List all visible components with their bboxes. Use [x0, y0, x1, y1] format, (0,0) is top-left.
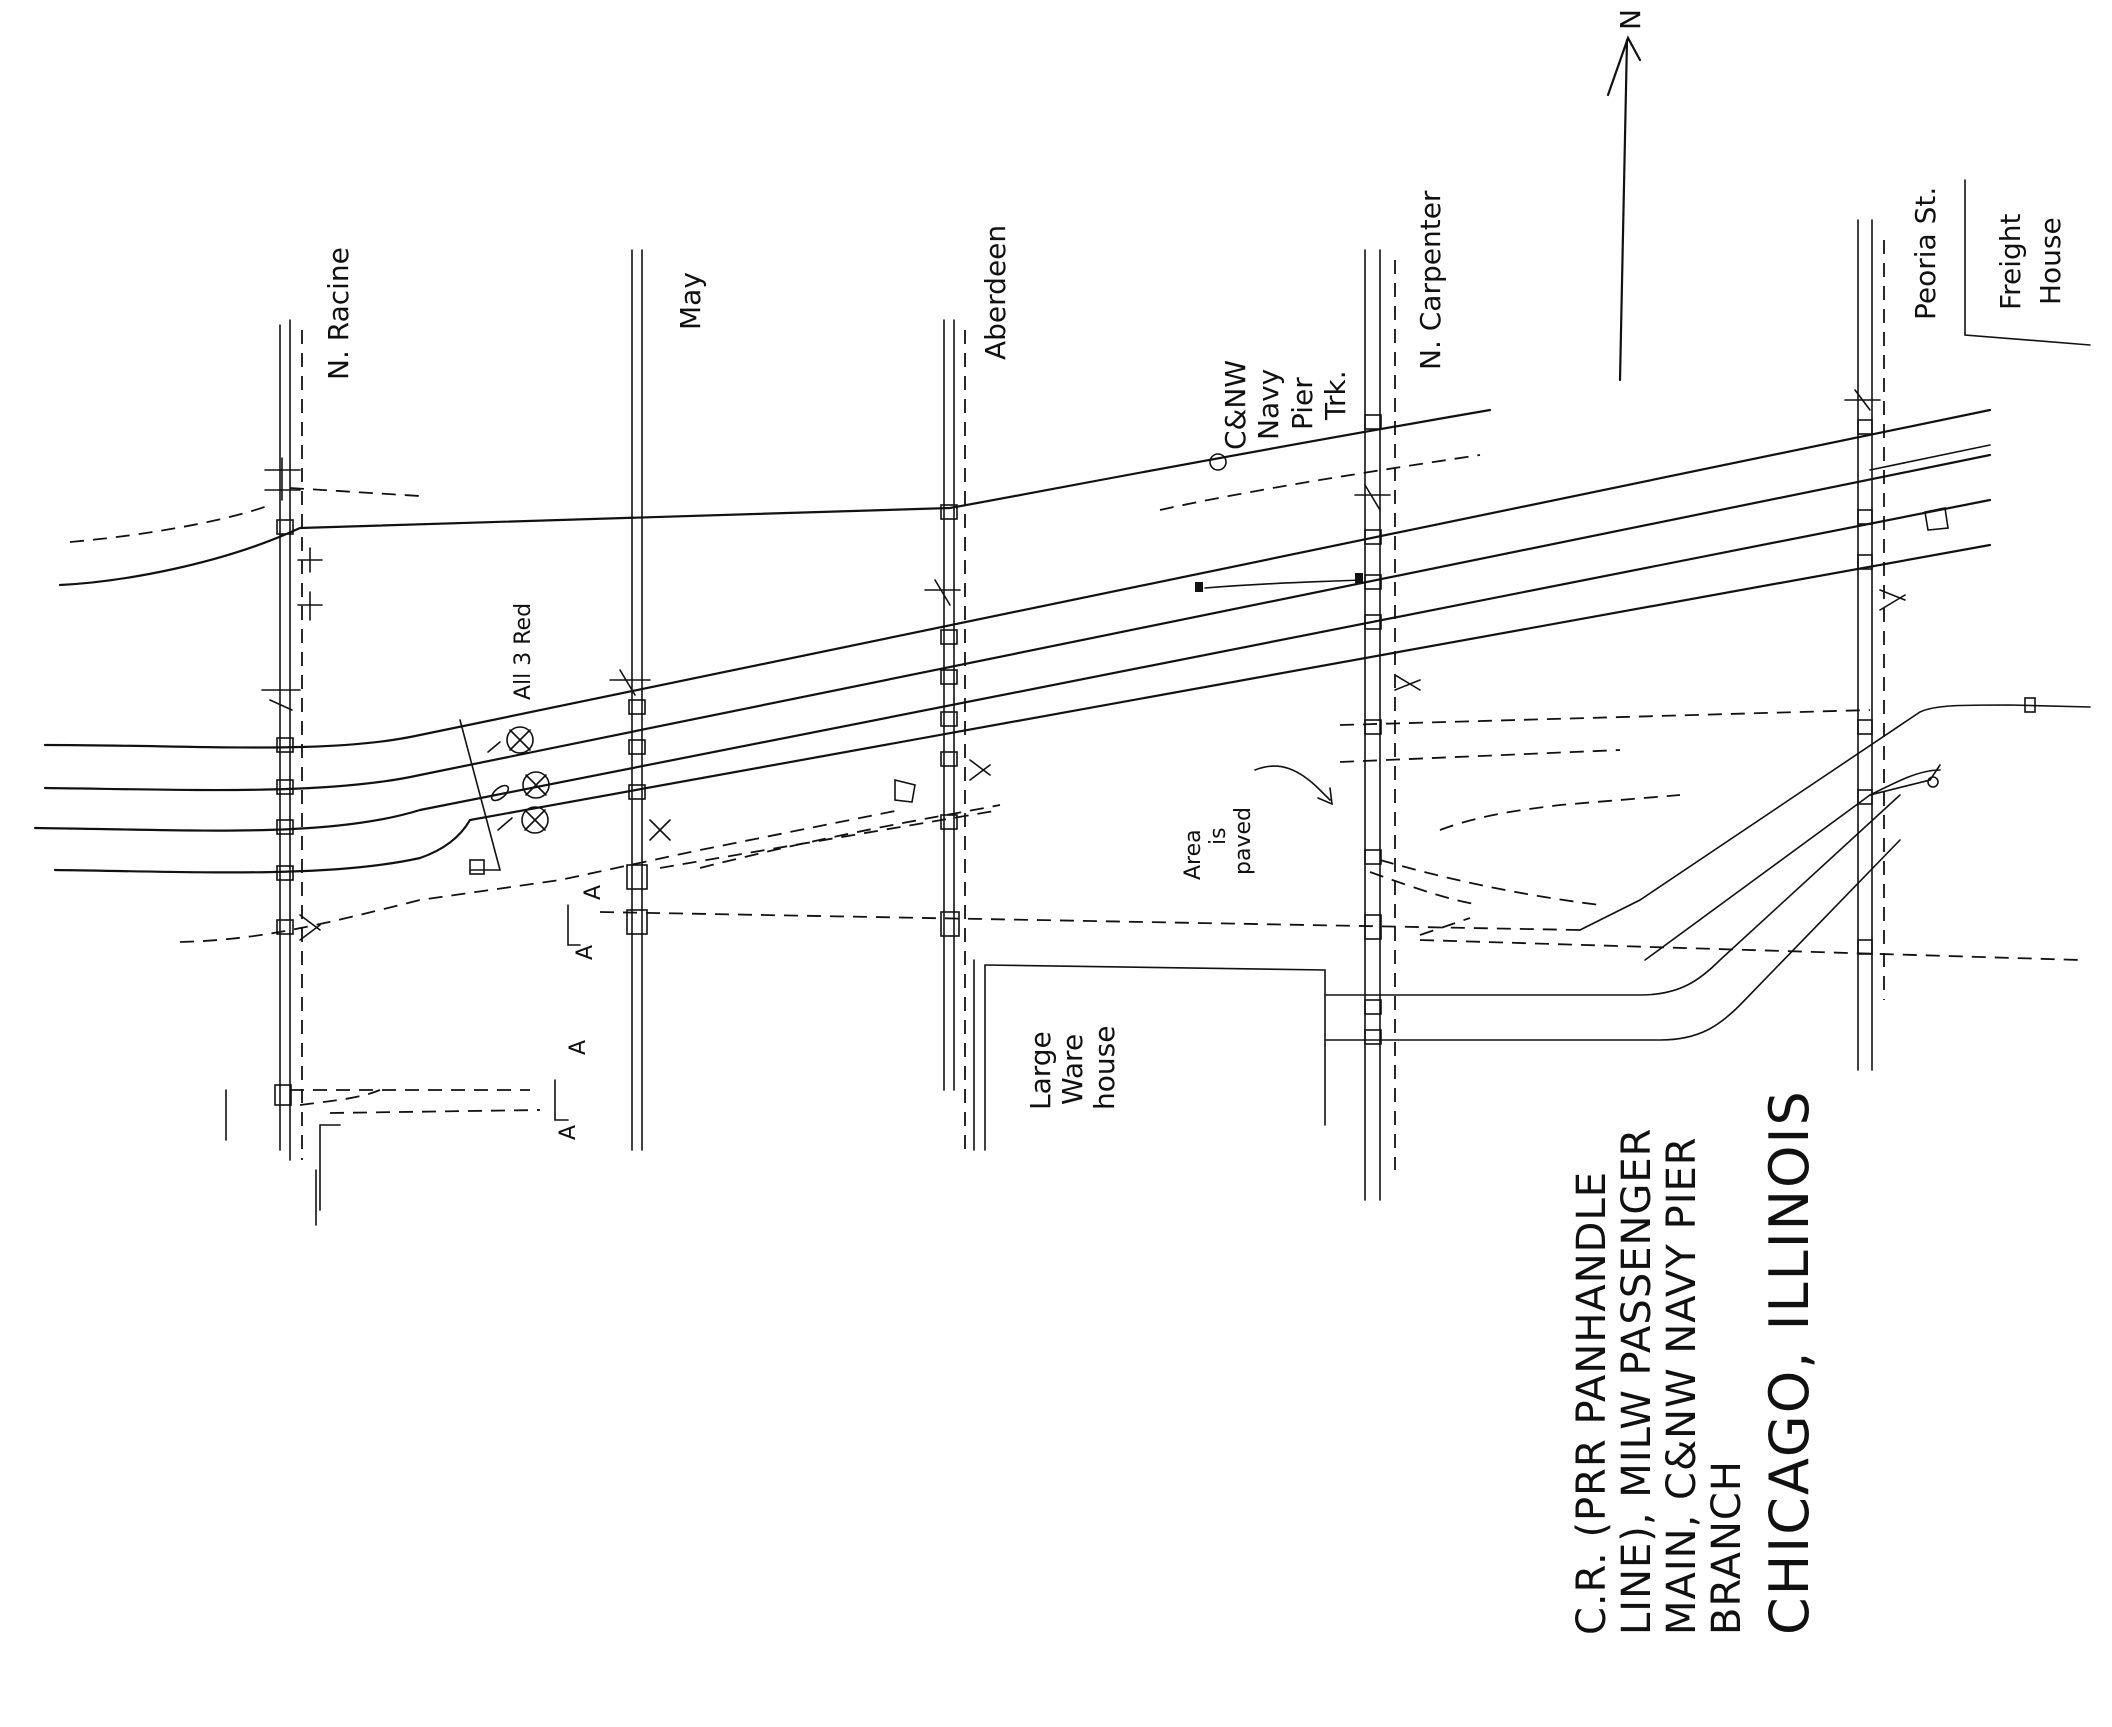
- section-a-2: A: [573, 945, 598, 960]
- area-label-1: Area: [1181, 829, 1206, 880]
- street-label-peoria: Peoria St.: [1909, 187, 1942, 320]
- signal-note: All 3 Red: [511, 603, 536, 700]
- cnw-label-1: C&NW: [1219, 360, 1252, 450]
- large-warehouse: Large Ware house: [1024, 1026, 1121, 1110]
- track-box-symbols: [894, 507, 1949, 803]
- cnw-label-4: Trk.: [1319, 370, 1352, 421]
- area-label-3: paved: [1231, 807, 1256, 875]
- caption-block: C.R. (PRR PANHANDLE LINE), MILW PASSENGE…: [1569, 1089, 1821, 1635]
- north-letter: N: [1614, 9, 1647, 30]
- section-a-4: A: [556, 1125, 581, 1140]
- cnw-label-3: Pier: [1286, 377, 1319, 430]
- street-peoria: Peoria St.: [1857, 187, 1942, 1071]
- cnw-label-2: Navy: [1252, 369, 1285, 440]
- street-label-aberdeen: Aberdeen: [979, 225, 1012, 360]
- warehouse-label-1: Large: [1024, 1031, 1057, 1110]
- street-racine: N. Racine: [225, 247, 355, 1226]
- freight-house-label-2: House: [2034, 217, 2067, 305]
- caption-line-4: BRANCH: [1704, 1460, 1750, 1635]
- street-label-carpenter: N. Carpenter: [1414, 190, 1447, 370]
- street-label-may: May: [674, 272, 707, 330]
- main-tracks: [33, 408, 1992, 874]
- street-carpenter: N. Carpenter: [1364, 190, 1447, 1201]
- caption-line-2: LINE), MILW PASSENGER: [1614, 1128, 1660, 1635]
- cnw-navy-pier-track: C&NW Navy Pier Trk.: [58, 360, 1492, 592]
- signal-head-1: [487, 726, 534, 754]
- signal-head-3: [497, 806, 549, 834]
- street-aberdeen: Aberdeen: [943, 225, 1012, 1151]
- freight-house-label-1: Freight: [1994, 214, 2027, 310]
- area-paved-note: Area is paved: [1181, 765, 1333, 880]
- warehouse-label-3: house: [1088, 1026, 1121, 1110]
- caption-city: CHICAGO, ILLINOIS: [1758, 1089, 1821, 1635]
- section-a-markers: A A A A: [554, 885, 606, 1140]
- caption-line-3: MAIN, C&NW NAVY PIER: [1659, 1136, 1705, 1635]
- section-a-3: A: [566, 1040, 591, 1055]
- building-edges: [290, 794, 1901, 1211]
- signal-head-2: [490, 771, 550, 802]
- street-label-racine: N. Racine: [322, 247, 355, 380]
- area-label-2: is: [1206, 827, 1231, 845]
- gate-symbols: [261, 389, 1906, 941]
- north-arrow: N: [1606, 9, 1647, 382]
- crossing-marks: [274, 414, 1873, 1106]
- section-a-1: A: [581, 885, 606, 900]
- signal-bridge: All 3 Red: [459, 603, 550, 875]
- caption-line-1: C.R. (PRR PANHANDLE: [1569, 1171, 1615, 1635]
- freight-house: Freight House: [1964, 179, 2091, 346]
- warehouse-label-2: Ware: [1056, 1034, 1089, 1105]
- spur-tracks: [179, 697, 2091, 961]
